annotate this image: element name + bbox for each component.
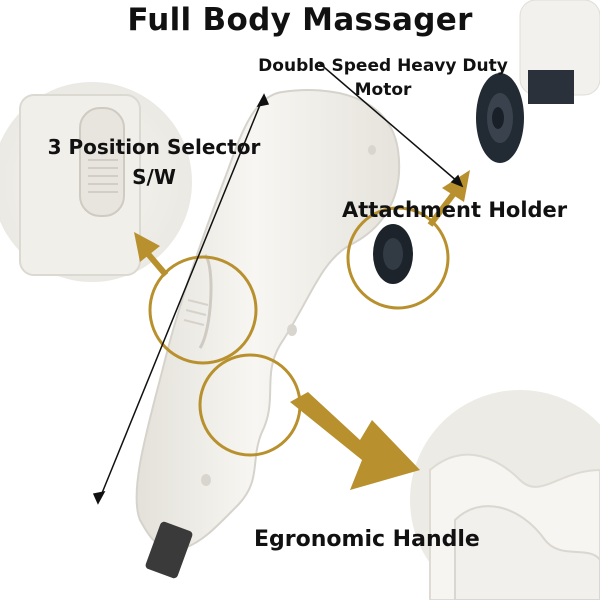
motor-label-line-1: Double Speed Heavy Duty	[258, 56, 508, 76]
selector-zoom-inset	[0, 82, 192, 282]
attachment-shaft-icon	[528, 70, 574, 104]
selector-label: 3 Position Selector S/W	[44, 132, 264, 192]
dimension-lines	[92, 61, 464, 505]
arrow-icon	[427, 170, 470, 227]
circle-highlight-icon	[346, 206, 450, 310]
page-title: Full Body Massager	[127, 2, 473, 38]
selector-label-line-2: S/W	[132, 165, 176, 189]
selector-switch-icon	[79, 107, 125, 217]
massager-body	[135, 89, 413, 579]
attachment-holder-label: Attachment Holder	[342, 198, 568, 222]
arrow-icon	[290, 392, 420, 490]
ergonomic-handle-label: Egronomic Handle	[254, 527, 480, 552]
selector-label-line-1: 3 Position Selector	[47, 135, 261, 159]
handle-zoom-inset	[410, 390, 600, 600]
motor-label-line-2: Motor	[354, 80, 412, 100]
attachment-zoom-inset	[476, 0, 600, 163]
callout-arrows	[134, 170, 470, 490]
arrow-icon	[134, 232, 169, 277]
motor-label: Double Speed Heavy Duty Motor	[238, 54, 528, 102]
circle-highlight-icon	[148, 255, 258, 365]
highlight-circles	[148, 206, 450, 457]
